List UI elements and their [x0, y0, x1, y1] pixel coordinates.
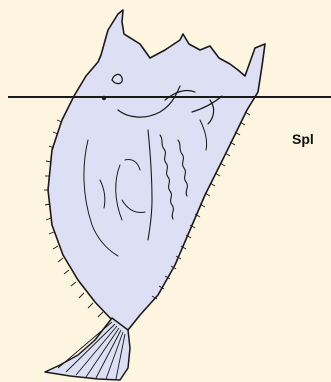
fish-body — [48, 10, 265, 330]
split-line-marker — [102, 96, 106, 100]
split-label: Spl — [292, 131, 314, 147]
